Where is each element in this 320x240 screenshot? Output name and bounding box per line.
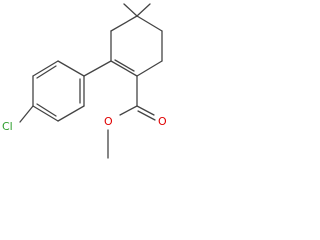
bond-ring-b-6 (110, 60, 138, 77)
bond-methyl-2 (136, 3, 151, 17)
cyclohexene-ring (110, 15, 163, 77)
bond-ring-a-5-inner (36, 65, 57, 79)
bond-carbonyl-double-2 (137, 110, 156, 121)
chlorine-atom-label: Cl (2, 120, 13, 133)
bond-ring-a-6 (57, 60, 85, 77)
chlorophenyl-ring (32, 60, 85, 122)
bond-methyl-1 (123, 3, 138, 17)
bond-ring-b-5 (136, 60, 163, 77)
bond-c-cl (19, 105, 34, 123)
bond-carbonyl-double-1 (136, 105, 155, 116)
bond-carbonyl-to-ester-o (119, 105, 138, 116)
molecule-structure: Cl O O (2, 3, 167, 159)
carbonyl-oxygen-label: O (158, 115, 167, 128)
bond-ring-a-5 (32, 60, 59, 77)
bond-ring-link (83, 60, 112, 77)
bond-ring-b-3 (136, 15, 163, 32)
bond-ring-a-3 (32, 105, 59, 122)
bond-ring-b-2 (110, 15, 138, 32)
bond-ring-a-3-inner (36, 103, 57, 117)
bond-ring-b-6-inner (114, 59, 135, 72)
ester-oxygen-label: O (104, 115, 113, 128)
bond-ring-a-2 (57, 105, 85, 122)
